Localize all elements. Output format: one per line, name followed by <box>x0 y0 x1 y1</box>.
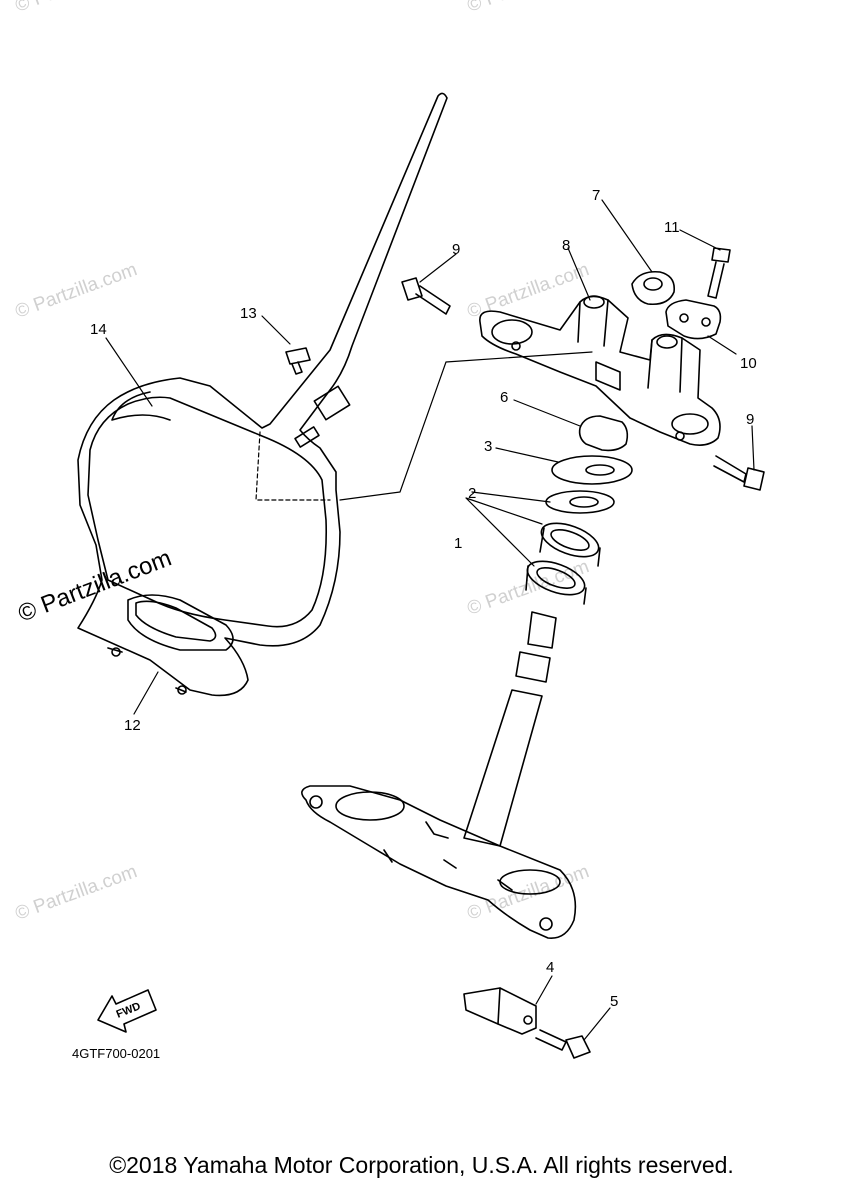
handlebar-cap-10 <box>665 299 722 340</box>
callout-9-upper: 9 <box>452 241 460 258</box>
bolt-13 <box>285 347 311 375</box>
fwd-arrow-icon <box>97 989 157 1033</box>
callout-labels: 14 13 9 8 7 11 10 9 6 3 2 1 12 4 5 <box>90 187 757 1010</box>
callout-9-lower: 9 <box>746 411 754 428</box>
callout-3: 3 <box>484 438 492 455</box>
bolt-11 <box>707 247 731 299</box>
callout-7: 7 <box>592 187 600 204</box>
pinch-bolt-9-lower <box>713 455 765 491</box>
copyright-notice: ©2018 Yamaha Motor Corporation, U.S.A. A… <box>109 1152 734 1178</box>
callout-6: 6 <box>500 389 508 406</box>
screw-5 <box>535 1029 591 1059</box>
callout-1: 1 <box>454 535 462 552</box>
watermark-main: © Partzilla.com <box>14 544 175 627</box>
watermark-7: © Partzilla.com <box>465 0 592 17</box>
callout-11: 11 <box>664 219 680 236</box>
callout-8: 8 <box>562 237 570 254</box>
callout-12: 12 <box>124 717 141 734</box>
callout-10: 10 <box>740 355 757 372</box>
watermark-4: © Partzilla.com <box>13 861 140 925</box>
washer-3 <box>551 455 633 485</box>
number-plate <box>77 92 448 697</box>
steering-nut-7 <box>631 270 676 306</box>
upper-triple-clamp <box>479 295 721 446</box>
callout-2: 2 <box>468 485 476 502</box>
watermark-6: © Partzilla.com <box>13 0 140 17</box>
callout-5: 5 <box>610 993 618 1010</box>
pinch-bolt-9-upper <box>401 277 451 315</box>
hose-guide-4 <box>463 987 537 1035</box>
ring-nut-6 <box>578 415 629 452</box>
watermark-1: © Partzilla.com <box>13 259 140 323</box>
callout-13: 13 <box>240 305 257 322</box>
bearing-1-lower <box>525 560 587 605</box>
leader-lines <box>105 199 755 1041</box>
washer-2 <box>545 490 615 514</box>
steering-stem <box>301 611 577 939</box>
callout-4: 4 <box>546 959 554 976</box>
watermarks: © Partzilla.com © Partzilla.com © Partzi… <box>13 0 592 925</box>
callout-14: 14 <box>90 321 107 338</box>
bearing-1-upper <box>539 522 601 567</box>
diagram-code: 4GTF700-0201 <box>72 1046 160 1061</box>
